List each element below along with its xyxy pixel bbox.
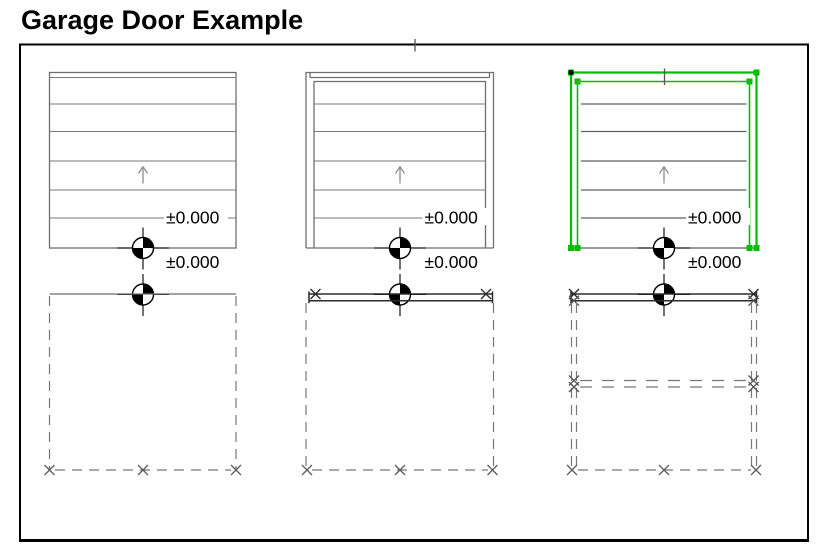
x-mark-icon — [568, 381, 580, 393]
selected-frame-inner — [576, 80, 751, 248]
label-mask — [686, 208, 750, 225]
level-annotation-upper[interactable]: ±0.000 — [373, 208, 487, 271]
level-value: ±0.000 — [425, 252, 479, 272]
selection-grip[interactable] — [753, 69, 760, 76]
door-frame-inner — [313, 80, 487, 248]
label-mask — [164, 208, 228, 225]
level-annotation-lower[interactable]: ±0.000 — [116, 252, 220, 317]
drawing-variant-1[interactable]: ±0.000 ±0.000 — [43, 71, 242, 476]
x-mark-icon — [750, 464, 762, 476]
page-title: Garage Door Example — [21, 5, 304, 35]
level-value: ±0.000 — [688, 252, 742, 272]
selection-grip[interactable] — [746, 78, 753, 85]
level-value: ±0.000 — [166, 208, 220, 228]
selection-grip[interactable] — [746, 245, 753, 251]
level-value: ±0.000 — [166, 252, 220, 272]
level-marker-icon — [637, 273, 691, 317]
x-mark-icon — [747, 381, 760, 393]
level-annotation-upper[interactable]: ±0.000 — [116, 208, 228, 271]
selection-grip[interactable] — [574, 78, 581, 85]
level-value: ±0.000 — [425, 208, 479, 228]
level-marker-icon — [373, 226, 427, 271]
swing-up-arrow-icon — [658, 165, 670, 185]
level-annotation-upper[interactable]: ±0.000 — [637, 208, 750, 271]
drawing-variant-3-selected[interactable]: ±0.000 ±0.000 — [566, 68, 762, 476]
opening-plan[interactable] — [301, 288, 499, 476]
drawing-variant-2[interactable]: ±0.000 ±0.000 — [301, 71, 499, 476]
selection-grip[interactable] — [568, 245, 574, 251]
swing-up-arrow-icon — [394, 165, 406, 185]
level-marker-icon — [116, 273, 170, 317]
x-mark-icon — [486, 464, 499, 476]
level-annotation-lower[interactable]: ±0.000 — [637, 252, 742, 317]
x-mark-icon — [566, 464, 578, 476]
opening-plan[interactable] — [566, 288, 762, 476]
level-marker-icon — [373, 273, 427, 317]
level-marker-icon — [637, 226, 691, 271]
origin-grip-dot[interactable] — [568, 69, 574, 76]
swing-up-arrow-icon — [137, 165, 149, 185]
selection-grip[interactable] — [574, 245, 581, 251]
label-mask — [422, 208, 487, 225]
level-annotation-lower[interactable]: ±0.000 — [373, 252, 479, 317]
selected-frame-outer — [569, 71, 758, 248]
x-mark-icon — [301, 464, 313, 476]
selection-grip[interactable] — [753, 245, 760, 251]
opening-plan[interactable] — [43, 293, 242, 476]
level-value: ±0.000 — [688, 208, 742, 228]
door-frame-outer — [305, 71, 495, 248]
level-marker-icon — [116, 226, 170, 271]
